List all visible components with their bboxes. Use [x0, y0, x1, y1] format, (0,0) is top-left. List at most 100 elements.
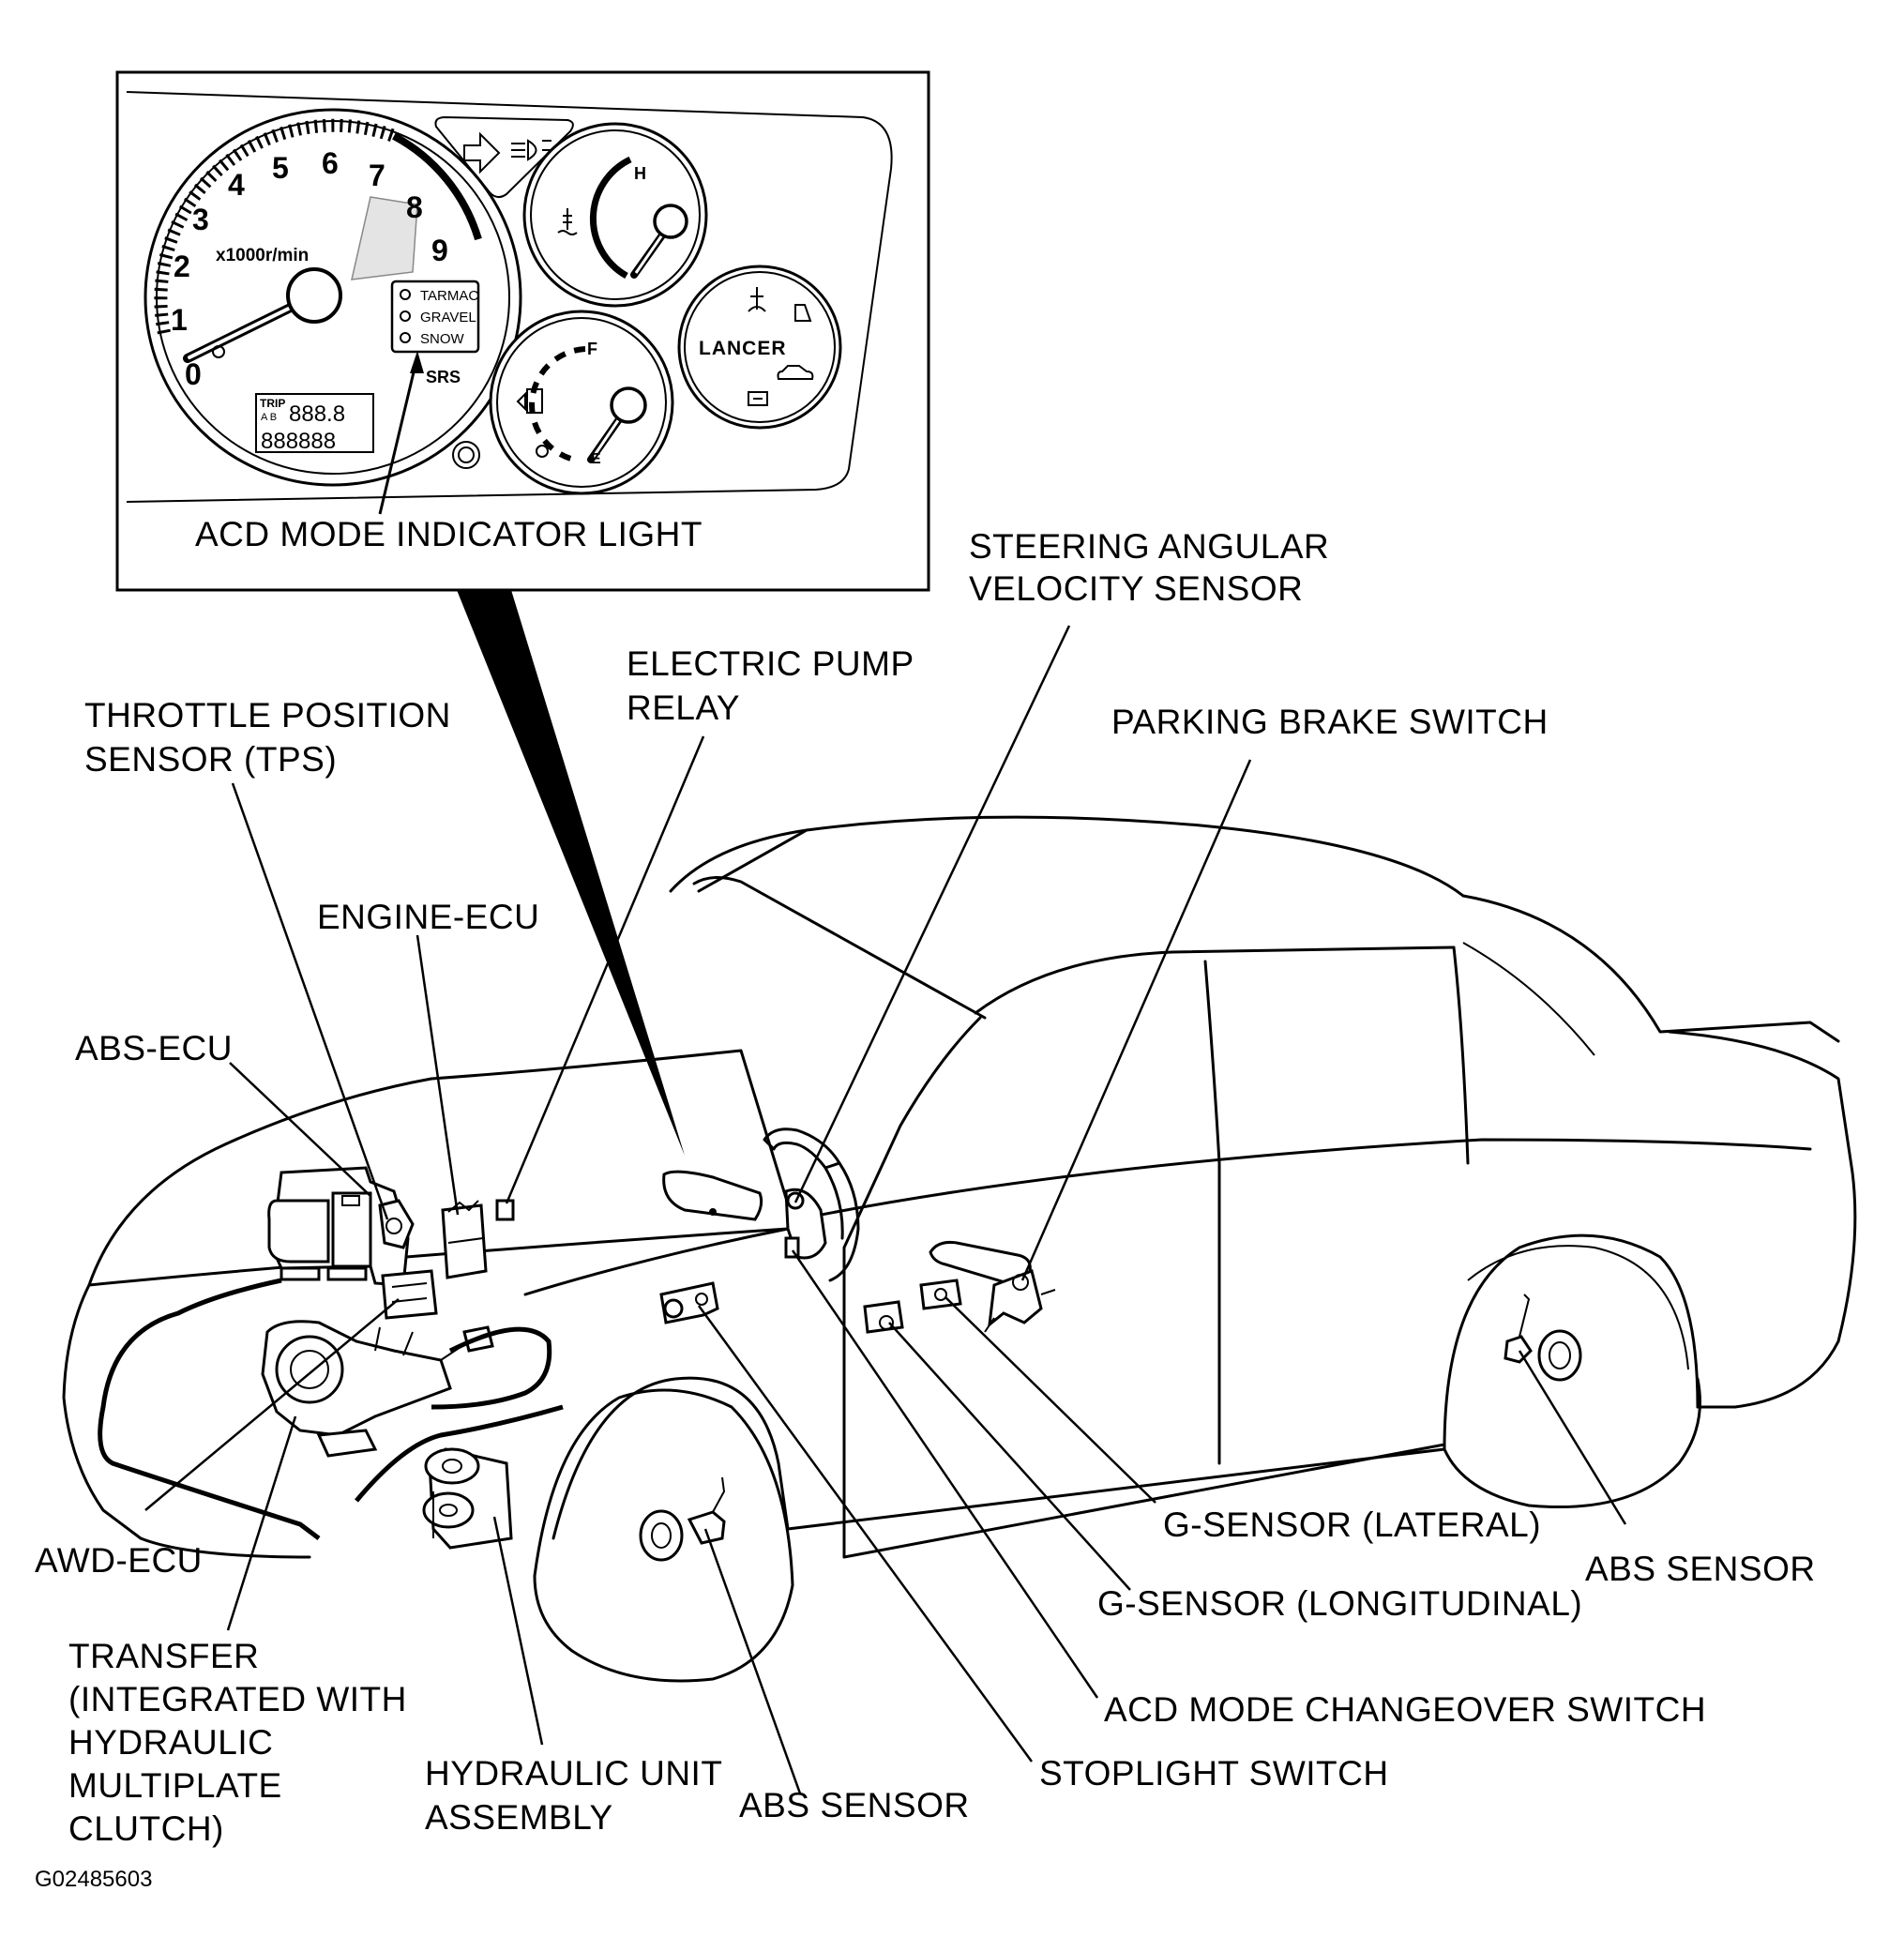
leader-acd-mode-indicator [378, 356, 419, 515]
brake-line-to-ecu [355, 1404, 564, 1503]
srs-indicator: SRS [426, 368, 461, 386]
label-electric-pump-1: ELECTRIC PUMP [627, 644, 914, 683]
rear-roof [1461, 894, 1840, 1043]
door-window-b-pillar [1203, 960, 1221, 1465]
label-hydraulic-unit-2: ASSEMBLY [425, 1798, 613, 1837]
label-transfer-4: MULTIPLATE [68, 1766, 282, 1805]
engine-ecu-unit [441, 1200, 488, 1279]
temp-h: H [634, 164, 646, 183]
tach-num-2: 2 [174, 250, 190, 283]
transfer-unit [261, 1320, 494, 1458]
side-mirror [662, 1170, 763, 1221]
awd-ecu-unit [381, 1269, 438, 1320]
trip-label: TRIP [260, 397, 285, 410]
leader-abs-sensor-rear [1518, 1350, 1627, 1525]
label-electric-pump-2: RELAY [627, 688, 740, 727]
label-hydraulic-unit-1: HYDRAULIC UNIT [425, 1754, 722, 1793]
temperature-gauge: H [522, 122, 708, 308]
mode-tarmac: TARMAC [420, 288, 478, 304]
tach-tick-band [154, 118, 397, 335]
fuel-scale-arc [529, 346, 586, 462]
tach-num-9: 9 [431, 234, 448, 267]
front-door-frame [842, 1016, 982, 1559]
label-transfer-2: (INTEGRATED WITH [68, 1680, 407, 1718]
temp-scale-arc [589, 156, 632, 280]
leader-engine-ecu [416, 934, 460, 1216]
leader-awd-ecu [144, 1298, 400, 1511]
rocker-panel [842, 1443, 1446, 1559]
tach-num-0: 0 [185, 357, 202, 391]
tach-num-7: 7 [369, 159, 385, 192]
stoplight-switch-unit [659, 1281, 719, 1324]
warning-lights-gauge: LANCER [677, 265, 842, 430]
fuel-e: E [591, 451, 601, 467]
rear-abs-sensor-unit [1504, 1294, 1582, 1382]
label-transfer-1: TRANSFER [68, 1637, 259, 1675]
label-g-sensor-lateral: G-SENSOR (LATERAL) [1163, 1506, 1541, 1544]
front-tire [533, 1388, 794, 1683]
car-warning-icon [777, 365, 814, 380]
leader-abs-ecu [229, 1062, 371, 1197]
fuel-f: F [587, 340, 597, 358]
turn-arrow-icon [463, 131, 501, 174]
electric-pump-relay-unit [495, 1199, 515, 1221]
tach-major-tick-band [392, 132, 482, 241]
odo-digits: 888888 [261, 429, 336, 454]
tach-hub [286, 267, 342, 324]
fender-front-line [523, 1227, 790, 1296]
label-abs-sensor-front: ABS SENSOR [739, 1786, 970, 1824]
front-abs-sensor-unit [639, 1476, 726, 1562]
leader-acd-mode-changeover-switch [791, 1249, 1099, 1699]
fuel-gauge: F E [489, 310, 674, 495]
g-sensor-lateral-unit [919, 1279, 962, 1310]
tach-num-8: 8 [406, 190, 423, 224]
hydraulic-unit-assembly [422, 1447, 513, 1550]
abs-ecu-unit [267, 1166, 415, 1287]
label-parking-brake-switch: PARKING BRAKE SWITCH [1111, 703, 1549, 741]
rear-bumper [1696, 1339, 1840, 1409]
turn-signal-headlight-indicator [434, 115, 574, 198]
components [98, 1127, 1582, 1562]
label-acd-mode-indicator-light: ACD MODE INDICATOR LIGHT [195, 515, 703, 553]
leader-parking-brake-switch [1020, 759, 1252, 1281]
label-transfer-5: CLUTCH) [68, 1809, 224, 1848]
cowl-line [430, 1049, 794, 1221]
leader-stoplight-switch [697, 1305, 1034, 1763]
rear-wheel-arch [1443, 1233, 1700, 1451]
roof-line [669, 815, 1465, 898]
leader-electric-pump-relay [505, 735, 705, 1204]
figure-id: G02485603 [35, 1867, 152, 1892]
redline-zone [351, 196, 418, 280]
window-line [974, 946, 1456, 1015]
leader-hydraulic-unit [492, 1516, 544, 1746]
door-open-warning-icon [794, 304, 812, 322]
front-fascia [62, 1283, 143, 1540]
beltline [795, 1138, 1812, 1221]
instrument-cluster-inset: 0 1 2 3 4 5 6 7 8 9 x1000r/min TARMAC GR… [115, 70, 930, 592]
hood-crease [87, 1227, 790, 1287]
tach-num-1: 1 [171, 303, 188, 337]
tach-num-6: 6 [322, 146, 339, 180]
label-stoplight-switch: STOPLIGHT SWITCH [1039, 1754, 1389, 1793]
leader-g-sensor-lateral [944, 1296, 1156, 1504]
tach-num-4: 4 [228, 168, 245, 202]
label-steering-angular-1: STEERING ANGULAR [969, 527, 1329, 566]
parking-brake-lever [929, 1241, 1056, 1333]
headlight-icon [511, 139, 552, 161]
leader-tps [231, 782, 389, 1220]
trip-ab: A B [261, 412, 277, 423]
mode-gravel: GRAVEL [420, 310, 476, 325]
inset-callout-wedge [457, 590, 685, 1156]
hood-leading-edge [87, 1077, 433, 1287]
tach-num-3: 3 [192, 203, 209, 236]
c-pillar [1452, 946, 1470, 1165]
a-pillar [697, 828, 808, 893]
tach-unit: x1000r/min [216, 246, 309, 265]
g-sensor-longitudinal-unit [863, 1300, 904, 1334]
label-awd-ecu: AWD-ECU [35, 1541, 203, 1580]
label-steering-angular-2: VELOCITY SENSOR [969, 569, 1303, 608]
leader-abs-sensor-front [703, 1528, 802, 1794]
label-abs-sensor-rear: ABS SENSOR [1585, 1550, 1816, 1588]
